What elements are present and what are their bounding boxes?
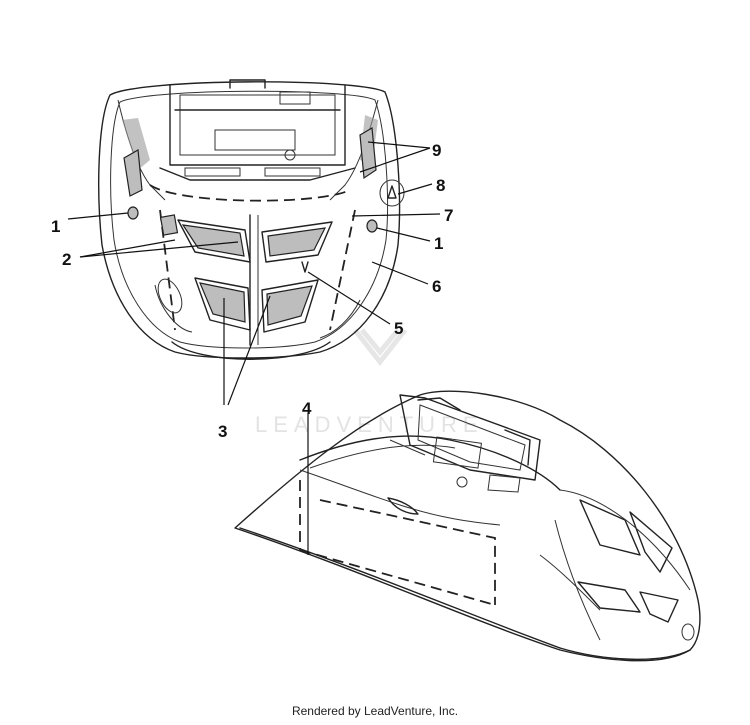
- callout-3: 3: [218, 422, 227, 441]
- watermark-text: LEADVENTURE: [255, 412, 484, 437]
- callout-2: 2: [62, 250, 71, 269]
- watermark: LEADVENTURE: [255, 328, 484, 437]
- footer-credit: Rendered by LeadVenture, Inc.: [291, 704, 459, 718]
- callout-4: 4: [302, 399, 312, 418]
- parts-diagram: LEADVENTURE: [51, 79, 701, 662]
- callout-1-left: 1: [51, 217, 60, 236]
- callout-8: 8: [436, 176, 445, 195]
- hood-front-view: [98, 79, 405, 360]
- callout-9: 9: [432, 141, 441, 160]
- callout-5: 5: [394, 319, 403, 338]
- leader-lines: [67, 141, 441, 555]
- callout-6: 6: [432, 277, 441, 296]
- callout-1-right: 1: [434, 234, 443, 253]
- hood-perspective-view: [234, 390, 701, 662]
- callout-7: 7: [444, 206, 453, 225]
- callouts: 9 8 7 1 1 2 6 5 3 4: [51, 141, 453, 441]
